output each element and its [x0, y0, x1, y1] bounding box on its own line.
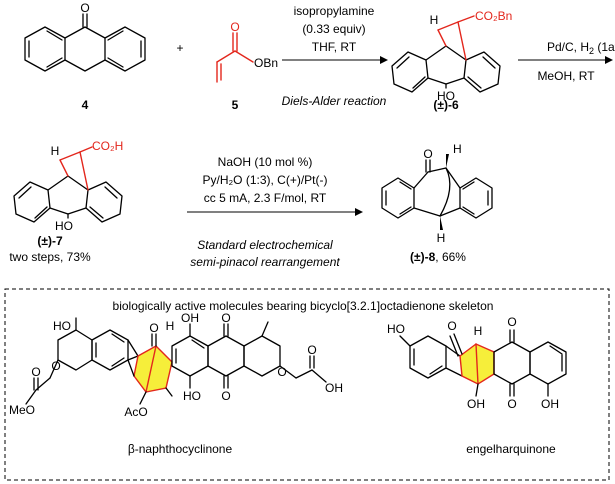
mol1-meo: MeO: [9, 403, 35, 417]
compound-4-label: 4: [82, 98, 89, 112]
mol1-o-ester: O: [31, 365, 40, 379]
mol1-o-pyran1: O: [51, 359, 60, 373]
mol1-o-pyran2: O: [277, 365, 286, 379]
compound-7-label: (±)-7: [37, 234, 63, 248]
compound-6-label: (±)-6: [433, 98, 459, 112]
step2-reagent-line1: Pd/C, H2 (1atm): [547, 40, 615, 56]
mol1-name: β-naphthocyclinone: [128, 442, 233, 456]
mol1-ho2: HO: [183, 389, 201, 403]
compound-8-h-bottom: H: [437, 231, 446, 245]
compound-8-o: O: [423, 147, 432, 161]
mol1-o-ketone1: O: [149, 321, 158, 335]
svg-text:O: O: [230, 20, 239, 34]
step3-reagent-line3: cc 5 mA, 2.3 F/mol, RT: [204, 191, 327, 205]
compound-7-h: H: [51, 144, 60, 158]
step3-reagent-line1: NaOH (10 mol %): [218, 155, 313, 169]
compound-8-structure: [381, 154, 493, 230]
compound-7-yield: two steps, 73%: [9, 250, 91, 264]
compound-6-structure: [391, 15, 501, 93]
step3-name-line1: Standard electrochemical: [197, 238, 333, 252]
mol2-ho1: HO: [387, 322, 405, 336]
step1-reagent-line3: THF, RT: [312, 40, 357, 54]
mol1-h1: H: [166, 319, 175, 333]
compound-8-caption: (±)-8, 66%: [410, 250, 466, 264]
compound-7-structure: [13, 146, 123, 223]
compound-8-h-top: H: [453, 142, 462, 156]
step1-reagent-line1: isopropylamine: [294, 4, 375, 18]
svg-text:O: O: [80, 1, 89, 15]
compound-5-obn: OBn: [254, 56, 278, 70]
mol1-o-ketone3: O: [221, 389, 230, 403]
compound-5-structure: O: [216, 20, 254, 83]
compound-7-co2h: CO₂H: [92, 139, 123, 153]
compound-6-h: H: [430, 13, 439, 27]
compound-5-label: 5: [232, 98, 239, 112]
mol1-oh1: OH: [181, 311, 199, 325]
mol2-name: engelharquinone: [466, 442, 556, 456]
mol2-o3: O: [507, 397, 516, 411]
step2-reagent-line2: MeOH, RT: [537, 69, 595, 83]
natural-products-box: [4, 288, 610, 481]
step3-name-line2: semi-pinacol rearrangement: [190, 255, 340, 269]
engelharquinone-structure: [399, 329, 567, 397]
step3-reagent-line2: Py/H₂O (1:3), C(+)/Pt(-): [203, 173, 328, 187]
plus-sign: +: [176, 41, 183, 55]
mol2-oh2: OH: [541, 397, 559, 411]
mol1-ho1: HO: [53, 319, 71, 333]
compound-4-structure: O: [24, 1, 146, 72]
mol2-o1: O: [447, 319, 456, 333]
mol1-o-ketone2: O: [221, 311, 230, 325]
compound-6-co2bn: CO₂Bn: [475, 9, 512, 23]
beta-naphthocyclinone-structure: [25, 317, 327, 405]
step1-reagent-line2: (0.33 equiv): [302, 22, 365, 36]
mol2-o2: O: [507, 315, 516, 329]
mol1-oh-acid: OH: [325, 381, 343, 395]
compound-7-ho: HO: [55, 219, 73, 233]
box-title: biologically active molecules bearing bi…: [113, 299, 494, 313]
mol1-o-acid: O: [307, 343, 316, 357]
step1-reaction-name: Diels-Alder reaction: [282, 94, 387, 108]
compound-6-ho: HO: [437, 89, 455, 103]
mol1-aco: AcO: [124, 405, 147, 419]
mol2-h: H: [474, 324, 483, 338]
mol2-oh1: OH: [467, 397, 485, 411]
